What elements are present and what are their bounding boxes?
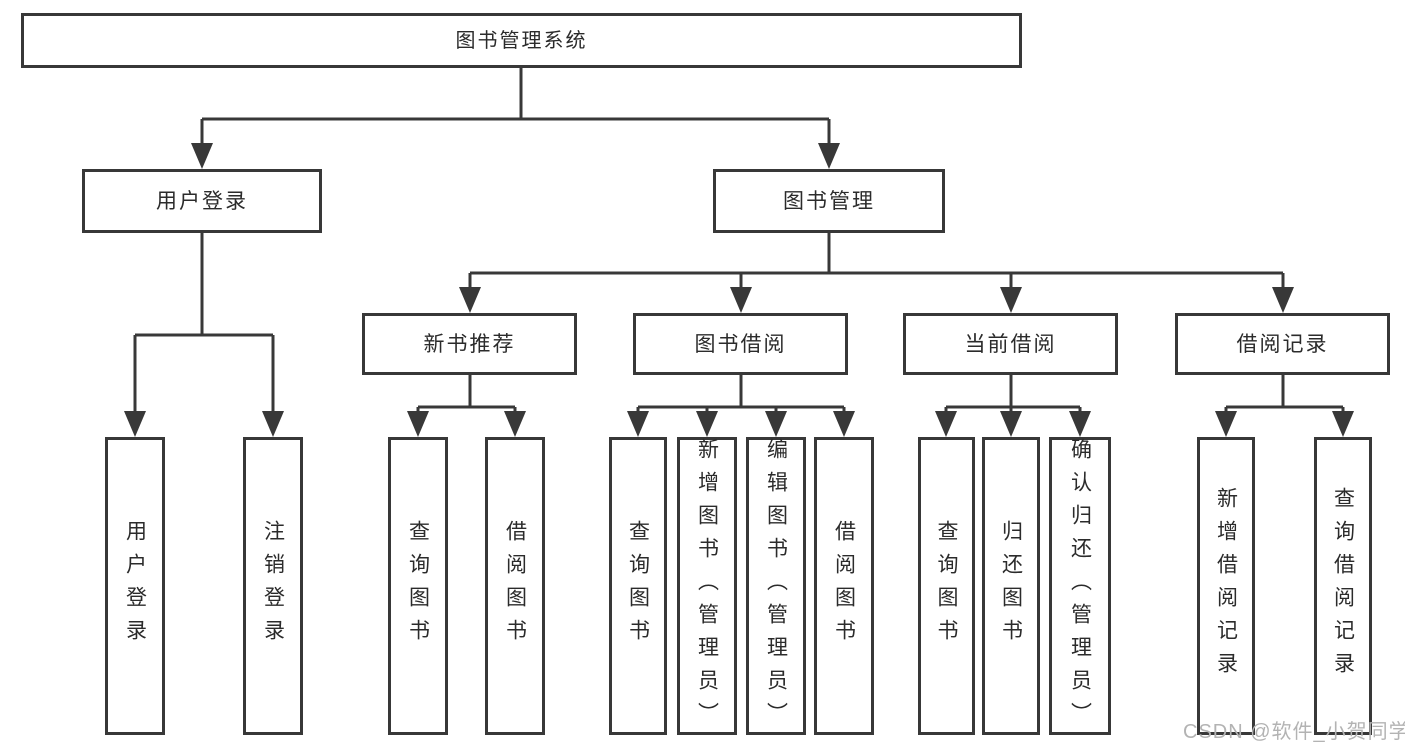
node-user-login: 用户登录 <box>82 169 322 233</box>
leaf-user-login-label: 用户登录 <box>123 520 147 652</box>
leaf-query-books-current: 查询图书 <box>918 437 975 735</box>
node-library-system-label: 图书管理系统 <box>455 29 588 52</box>
leaf-add-books-admin-label: 新增图书（管理员） <box>695 437 719 735</box>
leaf-borrow-books-recommend: 借阅图书 <box>485 437 545 735</box>
leaf-logout: 注销登录 <box>243 437 303 735</box>
leaf-query-books-recommend: 查询图书 <box>388 437 448 735</box>
leaf-add-borrow-record: 新增借阅记录 <box>1197 437 1255 735</box>
leaf-query-borrow-record-label: 查询借阅记录 <box>1331 487 1355 685</box>
node-borrowing-records: 借阅记录 <box>1175 313 1390 375</box>
node-user-login-label: 用户登录 <box>156 189 248 213</box>
node-library-system: 图书管理系统 <box>21 13 1022 68</box>
leaf-borrow-books-label: 借阅图书 <box>832 520 856 652</box>
node-current-borrowing-label: 当前借阅 <box>964 332 1057 356</box>
leaf-borrow-books: 借阅图书 <box>814 437 874 735</box>
leaf-add-borrow-record-label: 新增借阅记录 <box>1214 487 1238 685</box>
leaf-edit-books-admin: 编辑图书（管理员） <box>746 437 806 735</box>
leaf-query-books-borrow-label: 查询图书 <box>626 520 650 652</box>
csdn-watermark: CSDN @软件_小贺同学 <box>1183 721 1405 743</box>
leaf-query-books-borrow: 查询图书 <box>609 437 667 735</box>
leaf-query-books-current-label: 查询图书 <box>935 520 958 652</box>
node-book-management: 图书管理 <box>713 169 945 233</box>
leaf-user-login: 用户登录 <box>105 437 165 735</box>
leaf-confirm-return-admin-label: 确认归还（管理员） <box>1068 437 1092 735</box>
node-borrowing-records-label: 借阅记录 <box>1236 332 1329 356</box>
leaf-return-books: 归还图书 <box>982 437 1040 735</box>
leaf-confirm-return-admin: 确认归还（管理员） <box>1049 437 1111 735</box>
node-new-book-recommend-label: 新书推荐 <box>423 332 516 356</box>
leaf-query-borrow-record: 查询借阅记录 <box>1314 437 1372 735</box>
node-book-borrowing: 图书借阅 <box>633 313 848 375</box>
leaf-return-books-label: 归还图书 <box>999 520 1023 652</box>
leaf-borrow-books-recommend-label: 借阅图书 <box>503 520 527 652</box>
node-current-borrowing: 当前借阅 <box>903 313 1118 375</box>
leaf-query-books-recommend-label: 查询图书 <box>406 520 430 652</box>
leaf-add-books-admin: 新增图书（管理员） <box>677 437 737 735</box>
node-book-borrowing-label: 图书借阅 <box>694 332 787 356</box>
leaf-edit-books-admin-label: 编辑图书（管理员） <box>764 437 788 735</box>
leaf-logout-label: 注销登录 <box>261 520 285 652</box>
node-book-management-label: 图书管理 <box>783 189 875 213</box>
node-new-book-recommend: 新书推荐 <box>362 313 577 375</box>
